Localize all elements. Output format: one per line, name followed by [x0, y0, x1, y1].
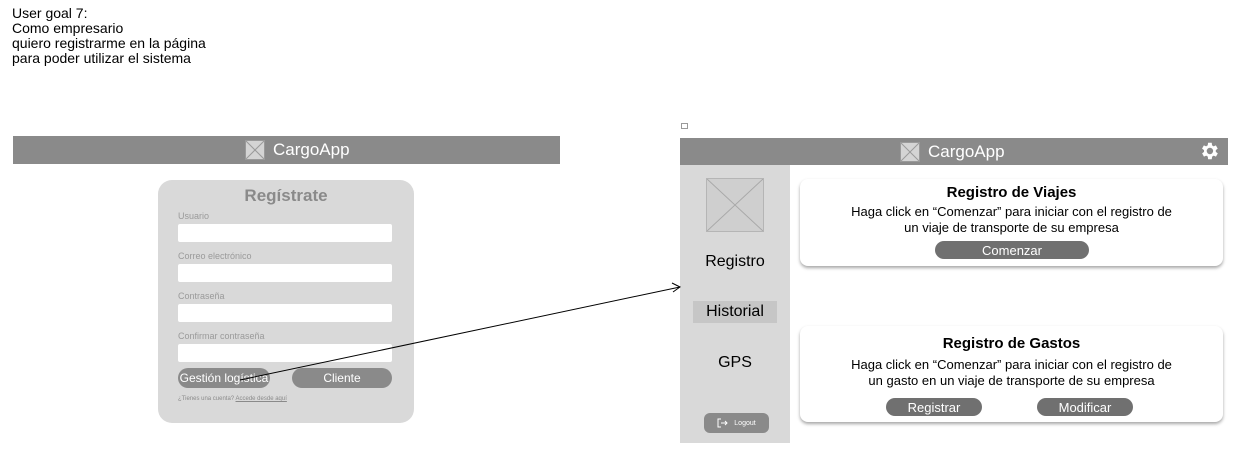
password-input[interactable] — [178, 304, 392, 322]
right-app-header: CargoApp — [680, 138, 1228, 165]
right-brand: CargoApp — [900, 138, 1005, 165]
expenses-desc-line-2: un gasto en un viaje de transporte de su… — [868, 373, 1155, 388]
left-app-title: CargoApp — [273, 140, 350, 159]
goal-line-4: para poder utilizar el sistema — [12, 50, 191, 66]
logout-icon — [717, 418, 728, 428]
expenses-title: Registro de Gastos — [942, 335, 1081, 352]
trips-title: Registro de Viajes — [946, 184, 1077, 201]
left-brand: CargoApp — [245, 136, 350, 164]
login-link[interactable]: Accede desde aquí — [235, 396, 287, 402]
expenses-desc-line-1: Haga click en “Comenzar” para iniciar co… — [851, 357, 1172, 372]
email-input[interactable] — [178, 264, 392, 282]
sidebar: Registro Historial GPS Logout — [680, 165, 790, 443]
confirm-password-label: Confirmar contraseña — [178, 331, 265, 341]
modify-button[interactable]: Modificar — [1037, 398, 1133, 416]
logout-button[interactable]: Logout — [704, 413, 769, 433]
confirm-password-input[interactable] — [178, 344, 392, 362]
sidebar-item-gps[interactable]: GPS — [718, 354, 752, 371]
frame-icon — [681, 123, 688, 129]
gear-icon[interactable] — [1198, 140, 1220, 162]
login-line: ¿Tienes una cuenta? Accede desde aquí — [178, 396, 287, 402]
user-input[interactable] — [178, 224, 392, 242]
expenses-card: Registro de Gastos Haga click en “Comenz… — [800, 326, 1223, 422]
trips-desc-line-1: Haga click en “Comenzar” para iniciar co… — [851, 204, 1172, 219]
trips-desc-line-2: un viaje de transporte de su empresa — [904, 220, 1119, 235]
password-label: Contraseña — [178, 291, 225, 301]
start-button[interactable]: Comenzar — [935, 241, 1089, 259]
user-goal: User goal 7: Como empresario quiero regi… — [12, 6, 206, 66]
right-app-title: CargoApp — [928, 141, 1005, 161]
form-title: Regístrate — [244, 186, 328, 205]
registration-form: Regístrate Usuario Correo electrónico Co… — [158, 180, 414, 423]
trips-card: Registro de Viajes Haga click en “Comenz… — [800, 179, 1223, 266]
left-app-header: CargoApp — [13, 136, 560, 164]
goal-line-1: User goal 7: — [12, 5, 88, 21]
image-placeholder-icon — [245, 140, 265, 160]
sidebar-item-historial[interactable]: Historial — [693, 301, 777, 323]
user-label: Usuario — [178, 211, 210, 221]
email-label: Correo electrónico — [178, 251, 252, 261]
goal-line-2: Como empresario — [12, 20, 124, 36]
logout-label: Logout — [734, 419, 756, 427]
login-prompt: ¿Tienes una cuenta? — [178, 396, 235, 402]
image-placeholder-icon — [900, 141, 920, 162]
sidebar-item-registro[interactable]: Registro — [705, 253, 765, 270]
client-button[interactable]: Cliente — [292, 368, 392, 388]
image-placeholder-icon — [706, 178, 764, 232]
goal-line-3: quiero registrarme en la página — [12, 35, 206, 51]
logistics-button[interactable]: Gestión logística — [178, 368, 270, 388]
register-button[interactable]: Registrar — [886, 398, 982, 416]
